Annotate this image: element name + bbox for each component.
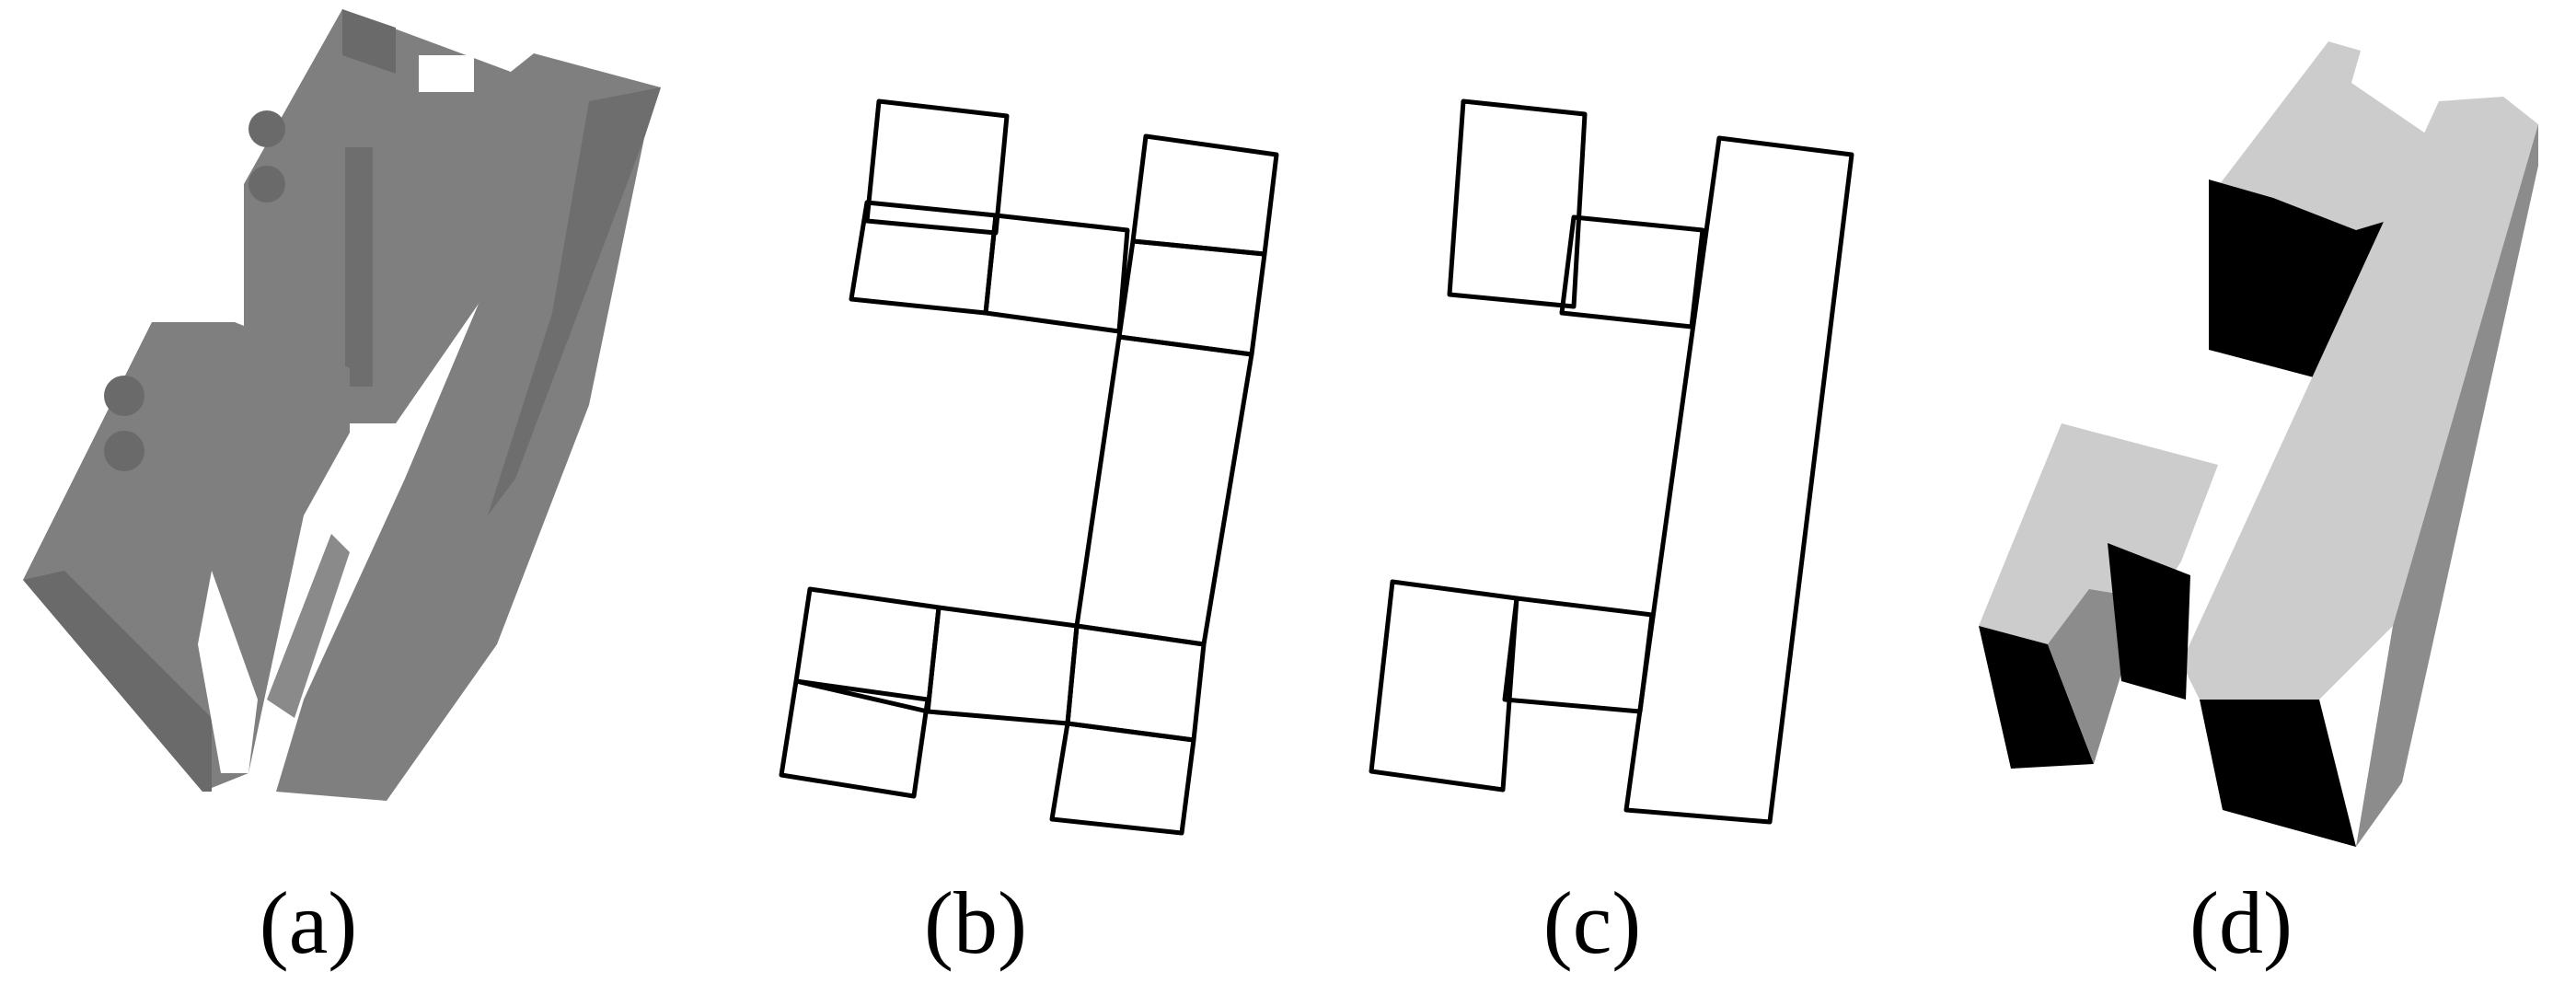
dome-detail-1 <box>104 376 144 416</box>
panel-c-merged-outline-icon <box>1369 98 1854 825</box>
panel-c-label: (c) <box>1542 874 1642 972</box>
block-d-3-shadow-inner <box>2108 543 2190 700</box>
block-d-2-top <box>2181 97 2538 700</box>
main-block-face <box>276 53 661 801</box>
panel-d-label: (d) <box>2189 874 2293 972</box>
dome-detail-2 <box>104 431 144 471</box>
panel-a-label: (a) <box>259 874 358 972</box>
lower-wing-side <box>23 571 212 792</box>
upper-wing-recess <box>345 147 373 387</box>
cell-b-9 <box>1065 623 1207 743</box>
main-block-side <box>488 87 661 515</box>
upper-wing-detail <box>342 9 396 74</box>
cell-c-4 <box>1369 579 1519 793</box>
cell-c-3 <box>1623 135 1854 825</box>
panel-b-cell-outline-icon <box>779 98 1279 836</box>
block-d-3-top <box>1979 423 2218 663</box>
cell-b-11 <box>1049 721 1196 836</box>
dome-detail-4 <box>248 166 285 202</box>
cell-b-8 <box>925 605 1080 726</box>
lower-wing-gap <box>198 571 258 773</box>
cell-b-4 <box>1130 133 1279 257</box>
cell-b-6 <box>1074 334 1254 647</box>
panel-b-label: (b) <box>924 874 1027 972</box>
block-d-3-shadow <box>1979 626 2094 769</box>
cell-c-2 <box>1559 214 1705 330</box>
upper-wing-opening <box>419 55 474 92</box>
upper-wing-face <box>244 9 511 423</box>
cell-b-2 <box>849 200 999 316</box>
cell-c-1 <box>1447 98 1588 309</box>
panel-d-block-model-icon <box>1979 41 2538 847</box>
lower-wing-detail <box>267 534 350 718</box>
cell-b-3 <box>983 213 1130 334</box>
dome-detail-3 <box>248 110 285 147</box>
block-d-2-side <box>2356 124 2538 847</box>
panel-a-building-model-icon <box>23 9 661 801</box>
block-d-2-shadow <box>2200 700 2356 847</box>
cell-c-5 <box>1502 596 1655 714</box>
cell-b-10 <box>779 678 930 799</box>
cell-b-5 <box>1116 238 1267 357</box>
